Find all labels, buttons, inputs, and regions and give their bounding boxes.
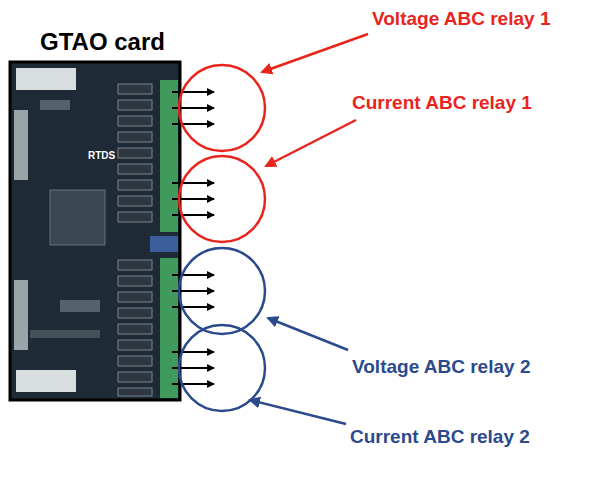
current-label: Current ABC relay 2 xyxy=(350,426,530,448)
current-label: Current ABC relay 1 xyxy=(352,92,532,114)
leader-arrows xyxy=(250,34,368,424)
group-circles xyxy=(179,65,265,411)
card-title: GTAO card xyxy=(40,28,165,56)
board-logo: RTDS xyxy=(88,150,115,161)
voltage-label: Voltage ABC relay 2 xyxy=(352,356,530,378)
voltage-label: Voltage ABC relay 1 xyxy=(372,8,550,30)
output-arrows xyxy=(172,92,214,384)
gtao-card-photo xyxy=(10,62,180,400)
